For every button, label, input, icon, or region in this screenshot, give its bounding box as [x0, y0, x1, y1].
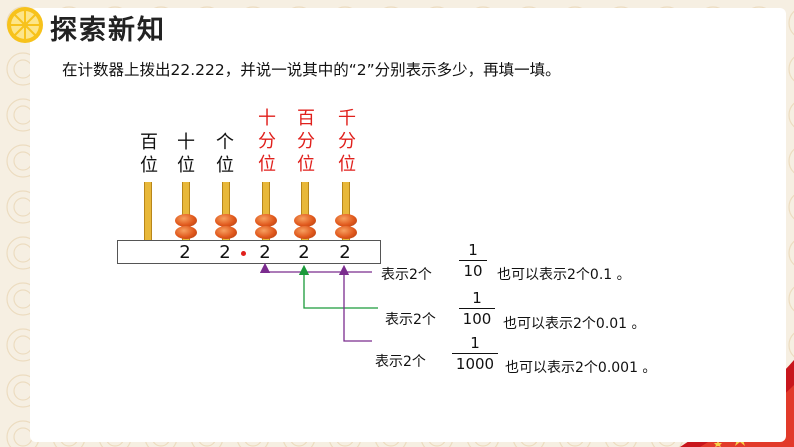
instruction-text: 在计数器上拨出22.222，并说一说其中的“2”分别表示多少，再填一填。	[62, 61, 561, 79]
place-label-hundredths: 百分位	[297, 108, 315, 175]
explanation-prefix-2: 表示2个	[385, 312, 436, 328]
abacus-digit-hundredths: 2	[298, 242, 310, 263]
connector-tenths	[259, 262, 372, 274]
abacus-rod-ones	[222, 182, 230, 240]
abacus-bead	[175, 214, 197, 227]
content-card	[30, 8, 786, 442]
abacus-bead	[255, 226, 277, 239]
abacus-bead	[215, 214, 237, 227]
explanation-suffix-2: 也可以表示2个0.01 。	[503, 316, 646, 332]
place-label-hundreds: 百位	[140, 132, 158, 176]
abacus-rod-tenths	[262, 182, 270, 240]
decimal-point	[241, 251, 246, 256]
abacus-bead	[335, 214, 357, 227]
abacus-rod-tens	[182, 182, 190, 240]
connector-hundredths	[298, 264, 378, 309]
lemon-slice-icon	[7, 7, 43, 43]
abacus-base	[117, 240, 381, 264]
abacus-rod-hundreds	[144, 182, 152, 240]
place-label-tenths: 十分位	[258, 108, 276, 175]
abacus-digit-ones: 2	[219, 242, 231, 263]
abacus-bead	[255, 214, 277, 227]
place-label-tens: 十位	[177, 132, 195, 176]
abacus-digit-tens: 2	[179, 242, 191, 263]
abacus-rod-hundredths	[301, 182, 309, 240]
abacus-bead	[294, 214, 316, 227]
abacus-rod-thousandths	[342, 182, 350, 240]
page-title: 探索新知	[50, 15, 166, 46]
explanation-prefix-1: 表示2个	[381, 267, 432, 283]
abacus-bead	[175, 226, 197, 239]
explanation-suffix-3: 也可以表示2个0.001 。	[505, 360, 657, 376]
abacus-bead	[294, 226, 316, 239]
connector-thousandths	[338, 264, 372, 342]
place-label-ones: 个位	[216, 132, 234, 176]
abacus-digit-thousandths: 2	[339, 242, 351, 263]
explanation-prefix-3: 表示2个	[375, 354, 426, 370]
place-label-thousandths: 千分位	[338, 108, 356, 175]
abacus-bead	[215, 226, 237, 239]
explanation-suffix-1: 也可以表示2个0.1 。	[497, 267, 631, 283]
abacus-digit-tenths: 2	[259, 242, 271, 263]
abacus-bead	[335, 226, 357, 239]
